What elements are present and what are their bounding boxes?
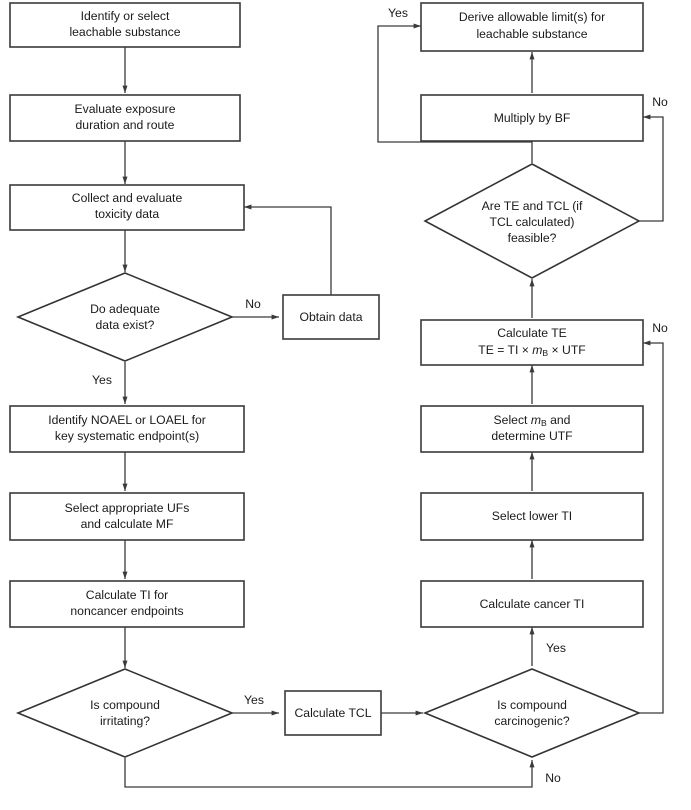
edge-label-carcinogenic-yes: Yes [546,641,566,655]
node-box[interactable] [9,492,245,541]
node-label-line: Are TE and TCL (if [482,199,583,213]
node-label-line: toxicity data [95,207,160,221]
edge-label-layer: No Yes Yes Yes No Yes No No [92,6,668,785]
node-label-line: Select appropriate UFs [65,501,190,515]
node-label-line: Obtain data [299,310,362,324]
node-label-line: Is compound [90,698,160,712]
node-box[interactable] [420,580,644,628]
node-identify-noael-loael[interactable]: Identify NOAEL or LOAEL for key systemat… [9,405,245,453]
node-box[interactable] [420,319,644,366]
edge-feasible-yes-to-derive [377,23,533,163]
node-box[interactable] [420,2,644,52]
node-label-line: data exist? [96,318,155,332]
node-is-compound-irritating[interactable]: Is compound irritating? [15,668,235,758]
node-label-line: Calculate TCL [295,706,372,720]
node-calculate-tcl[interactable]: Calculate TCL [284,690,382,736]
edge-obtain-to-collect [244,204,332,295]
node-label-line: carcinogenic? [494,714,569,728]
node-box[interactable] [9,94,241,142]
edge-carcinogenic-no-to-calcte [639,340,664,714]
connector-layer [122,23,664,788]
node-label-line: key systematic endpoint(s) [55,429,199,443]
edge-label-feasible-yes: Yes [388,6,408,20]
node-label-line: Derive allowable limit(s) for [459,10,605,24]
edge-label-adequate-yes: Yes [92,373,112,387]
node-is-compound-carcinogenic[interactable]: Is compound carcinogenic? [422,668,642,758]
node-obtain-data[interactable]: Obtain data [282,294,380,340]
decision-diamond[interactable] [423,163,641,279]
node-multiply-by-bf[interactable]: Multiply by BF [420,94,644,142]
decision-diamond[interactable] [15,272,235,362]
edge-irritating-no-to-carcinogenic [124,758,535,788]
decision-diamond[interactable] [422,668,642,758]
node-box[interactable] [420,492,644,541]
node-calculate-cancer-ti[interactable]: Calculate cancer TI [420,580,644,628]
node-label-line: Multiply by BF [494,111,571,125]
edge-feasible-no-to-multiplybf [639,114,664,222]
node-derive-allowable-limits[interactable]: Derive allowable limit(s) for leachable … [420,2,644,52]
node-are-te-tcl-feasible[interactable]: Are TE and TCL (if TCL calculated) feasi… [423,163,641,279]
node-box[interactable] [9,184,245,231]
node-label-line: feasible? [508,231,557,245]
node-label-line: Calculate TI for [86,588,168,602]
node-label-line: Calculate TE [497,326,567,340]
node-calculate-te[interactable]: Calculate TE TE = TI × mB × UTF [420,319,644,366]
node-evaluate-exposure[interactable]: Evaluate exposure duration and route [9,94,241,142]
node-select-mb-determine-utf[interactable]: Select mB and determine UTF [420,405,644,453]
node-label-line: noncancer endpoints [70,604,183,618]
node-label-line: leachable substance [476,27,587,41]
node-box[interactable] [284,690,382,736]
node-box[interactable] [9,580,245,628]
node-label-line: duration and route [76,118,175,132]
node-label-line: Is compound [497,698,567,712]
node-label-line: Select lower TI [492,509,572,523]
node-label-line: determine UTF [491,429,572,443]
node-box[interactable] [9,2,241,48]
edge-label-carcinogenic-no: No [545,771,561,785]
node-box[interactable] [420,405,644,453]
node-box[interactable] [9,405,245,453]
node-calculate-ti-noncancer[interactable]: Calculate TI for noncancer endpoints [9,580,245,628]
node-label-line: irritating? [100,714,150,728]
edge-label-calcte-no: No [652,321,668,335]
node-box[interactable] [282,294,380,340]
decision-diamond[interactable] [15,668,235,758]
node-label-line: Evaluate exposure [75,102,176,116]
node-label-line: and calculate MF [81,517,174,531]
node-select-lower-ti[interactable]: Select lower TI [420,492,644,541]
node-label-line: Collect and evaluate [72,191,183,205]
edge-label-feasible-no: No [652,95,668,109]
edge-label-adequate-no: No [245,297,261,311]
node-label-line: TCL calculated) [490,215,575,229]
node-label-line: leachable substance [69,25,180,39]
node-do-adequate-data-exist[interactable]: Do adequate data exist? [15,272,235,362]
node-select-appropriate-ufs[interactable]: Select appropriate UFs and calculate MF [9,492,245,541]
node-box[interactable] [420,94,644,142]
node-collect-and-evaluate[interactable]: Collect and evaluate toxicity data [9,184,245,231]
node-identify-or-select[interactable]: Identify or select leachable substance [9,2,241,48]
edge-label-irritating-yes: Yes [244,693,264,707]
node-label-te-formula: TE = TI × mB × UTF [478,343,585,358]
node-label-line: Calculate cancer TI [480,597,585,611]
node-label-mb-line: Select mB and [494,413,571,428]
node-label-line: Identify or select [81,9,170,23]
node-label-line: Identify NOAEL or LOAEL for [48,413,206,427]
node-label-line: Do adequate [90,302,160,316]
